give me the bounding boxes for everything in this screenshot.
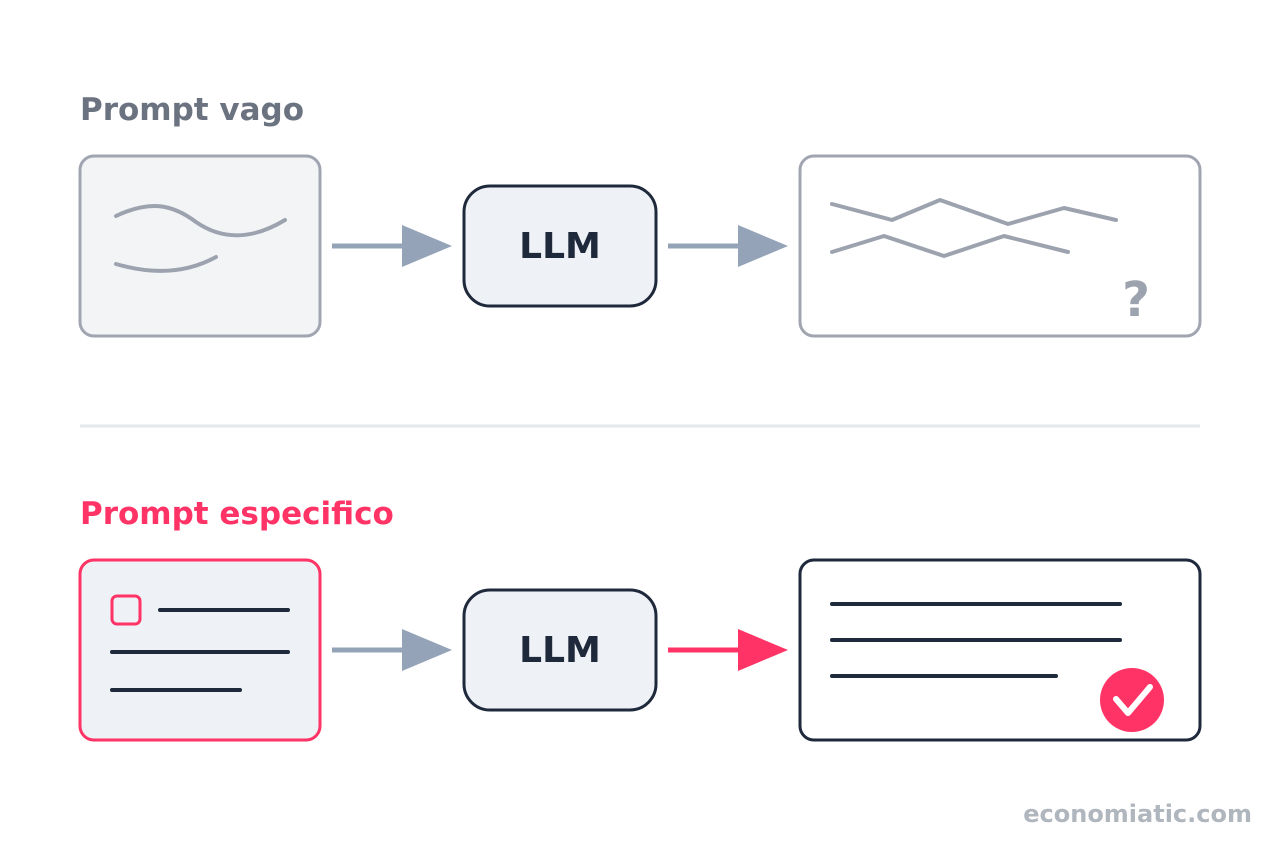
specific-input-box [78,558,322,742]
vague-output-box: ? [798,154,1202,338]
check-circle-icon [1100,668,1164,732]
vague-input-box [78,154,322,338]
zigzag-line-icon [830,234,1070,258]
arrow-right-icon [332,225,452,267]
wavy-line-icon [114,204,287,238]
vague-llm-box: LLM [462,184,658,308]
specific-llm-label: LLM [519,630,601,671]
arrow-right-icon [332,629,452,671]
zigzag-line-icon [830,198,1118,226]
checkbox-icon [110,594,142,626]
specific-llm-box: LLM [462,588,658,712]
question-mark: ? [1122,272,1150,328]
vague-llm-label: LLM [519,226,601,267]
wavy-line-icon [114,255,218,273]
vague-section-title: Prompt vago [80,92,304,128]
brand-watermark: economiatic.com [1023,800,1252,828]
specific-section-title: Prompt especifico [80,496,394,532]
specific-output-box [798,558,1202,742]
arrow-right-icon [668,629,788,671]
arrow-right-icon [668,225,788,267]
